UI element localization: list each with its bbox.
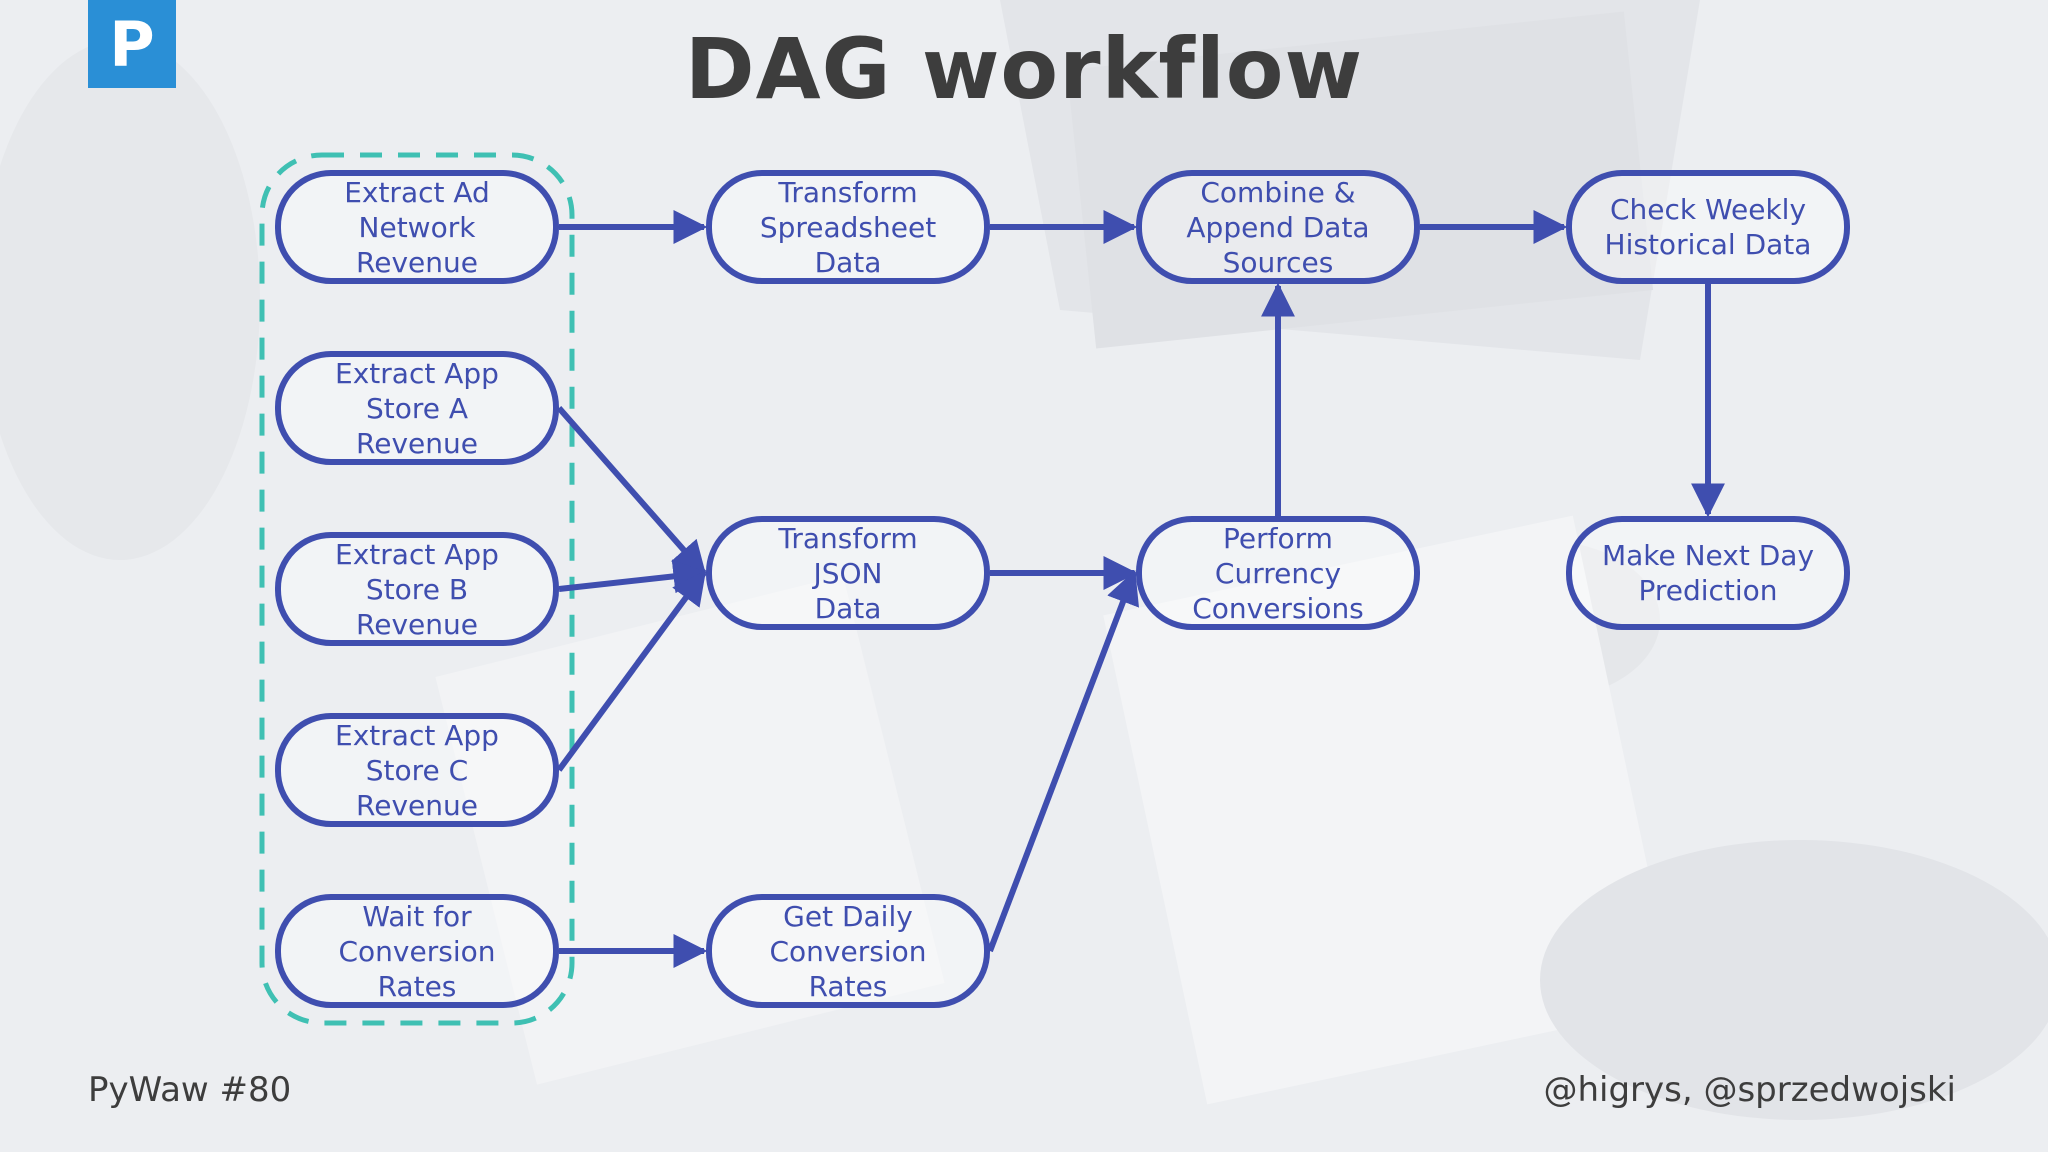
brand-logo: P [88,0,176,88]
footer-event: PyWaw #80 [88,1070,292,1110]
node-label: Get Daily Conversion Rates [769,899,927,1003]
node-label: Extract App Store B Revenue [335,537,499,641]
node-label: Wait for Conversion Rates [338,899,496,1003]
node-currency-conversions[interactable]: Perform Currency Conversions [1136,516,1420,630]
node-label: Combine & Append Data Sources [1186,175,1370,279]
footer-authors: @higrys, @sprzedwojski [1543,1070,1956,1110]
node-extract-app-store-b[interactable]: Extract App Store B Revenue [275,532,559,646]
node-label: Extract App Store A Revenue [335,356,499,460]
page-title: DAG workflow [684,20,1364,118]
node-transform-spreadsheet[interactable]: Transform Spreadsheet Data [706,170,990,284]
node-wait-conversion-rates[interactable]: Wait for Conversion Rates [275,894,559,1008]
logo-letter: P [109,7,155,81]
node-label: Extract App Store C Revenue [335,718,499,822]
node-label: Make Next Day Prediction [1601,539,1815,607]
node-extract-app-store-a[interactable]: Extract App Store A Revenue [275,351,559,465]
edge-extract_c-to-transform_json [556,570,707,772]
node-extract-app-store-c[interactable]: Extract App Store C Revenue [275,713,559,827]
node-label: Transform JSON Data [778,521,918,625]
node-label: Extract Ad Network Revenue [344,175,490,279]
edges-layer [556,210,1725,968]
node-get-daily-rates[interactable]: Get Daily Conversion Rates [706,894,990,1008]
edge-extract_a-to-transform_json [556,406,707,576]
node-check-weekly[interactable]: Check Weekly Historical Data [1566,170,1850,284]
node-extract-ad[interactable]: Extract Ad Network Revenue [275,170,559,284]
node-transform-json[interactable]: Transform JSON Data [706,516,990,630]
node-label: Perform Currency Conversions [1192,521,1364,625]
node-combine-append[interactable]: Combine & Append Data Sources [1136,170,1420,284]
node-label: Transform Spreadsheet Data [759,175,937,279]
edge-extract_b-to-transform_json [558,559,708,594]
node-next-day-prediction[interactable]: Make Next Day Prediction [1566,516,1850,630]
node-label: Check Weekly Historical Data [1604,193,1812,261]
edge-get_rates-to-convert [987,569,1139,953]
